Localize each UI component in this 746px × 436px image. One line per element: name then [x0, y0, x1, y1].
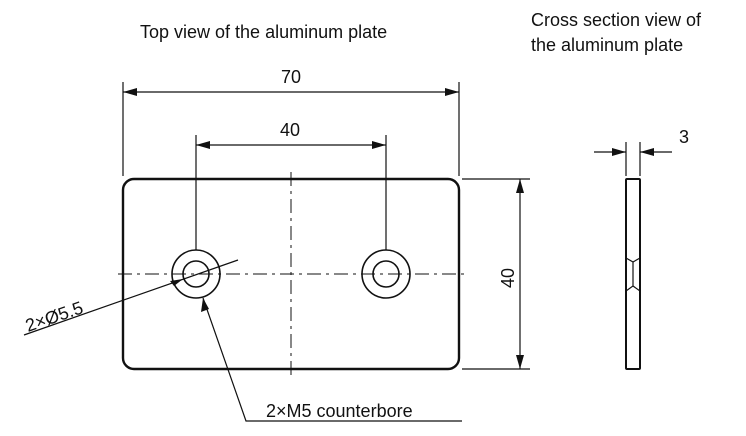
- cross-section-plate: [625, 178, 641, 370]
- counterbore-callout: 2×M5 counterbore: [201, 297, 462, 422]
- height-label: 40: [498, 268, 518, 288]
- hole-spacing-dimension: 40: [195, 120, 387, 250]
- overall-width-label: 70: [281, 67, 301, 87]
- top-view-plate: [118, 172, 466, 376]
- arrowhead: [516, 355, 524, 369]
- height-dimension: 40: [462, 178, 530, 370]
- arrowhead: [516, 179, 524, 193]
- hole-spacing-label: 40: [280, 120, 300, 140]
- cross-section-title-line1: Cross section view of: [531, 10, 702, 30]
- section-counterbore-profile: [625, 257, 634, 292]
- arrowhead: [445, 88, 459, 96]
- arrowhead: [201, 298, 209, 312]
- arrowhead: [640, 148, 654, 156]
- hole-diameter-label: 2×Ø5.5: [23, 297, 86, 335]
- top-view-title: Top view of the aluminum plate: [140, 22, 387, 42]
- arrowhead: [196, 141, 210, 149]
- arrowhead: [612, 148, 626, 156]
- arrowhead: [170, 279, 183, 286]
- arrowhead: [372, 141, 386, 149]
- hole-diameter-callout: 2×Ø5.5: [23, 259, 239, 336]
- counterbore-label: 2×M5 counterbore: [266, 401, 413, 421]
- thickness-dimension: 3: [594, 127, 689, 176]
- thickness-label: 3: [679, 127, 689, 147]
- arrowhead: [123, 88, 137, 96]
- cross-section-title-line2: the aluminum plate: [531, 35, 683, 55]
- section-outline: [625, 178, 641, 370]
- overall-width-dimension: 70: [122, 67, 460, 176]
